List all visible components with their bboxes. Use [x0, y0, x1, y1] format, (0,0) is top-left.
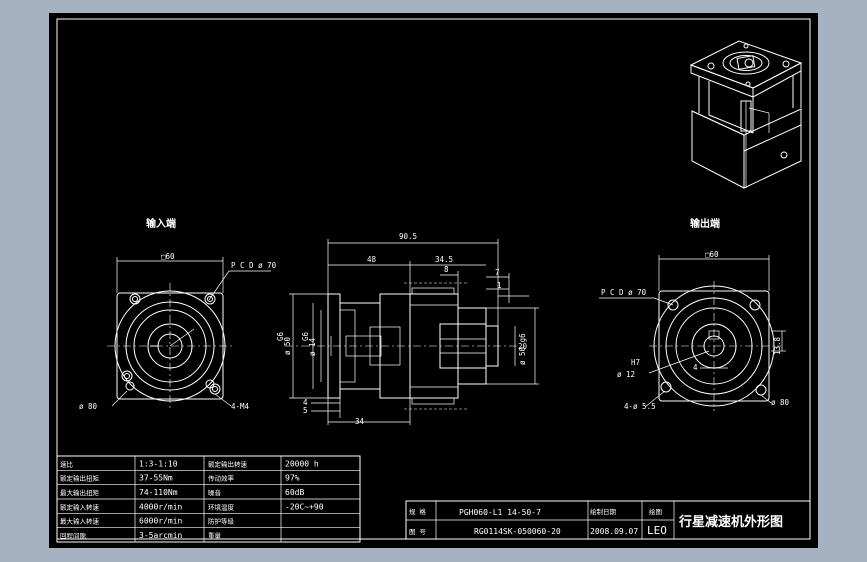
input-end-label: 输入端: [146, 217, 176, 230]
output-end-label: 输出端: [690, 217, 720, 230]
svg-text:90.5: 90.5: [399, 232, 417, 241]
cad-drawing: 输入端 □60 P C D ø 70 ø 80 4-M4: [56, 18, 811, 543]
tb-spec-label: 规 格: [409, 507, 426, 516]
svg-text:ø 80: ø 80: [79, 402, 98, 411]
tb-spec-value: PGH060-L1 14-50-7: [459, 508, 541, 517]
spec-cell: 60dB: [285, 488, 304, 497]
title-block: 规 格 PGH060-L1 14-50-7 绘制日期 绘图 图 号 RG0114…: [405, 500, 811, 540]
tb-drawer-value: LEO: [647, 524, 667, 537]
svg-text:ø 50: ø 50: [283, 336, 292, 355]
side-section-view: 90.5 48 34.5 8 7 1 ø 50 G6 G6 ø 14 20 ø …: [276, 232, 539, 426]
svg-text:1: 1: [497, 281, 502, 290]
spec-cell: 额定输入转速: [60, 502, 100, 511]
svg-text:5: 5: [303, 406, 308, 415]
svg-text:ø 12: ø 12: [617, 370, 635, 379]
svg-text:□60: □60: [161, 252, 175, 261]
spec-cell: 防护等级: [208, 517, 235, 526]
svg-text:H7: H7: [631, 358, 640, 367]
svg-text:ø 14: ø 14: [308, 337, 317, 356]
spec-cell: 1:3-1:10: [139, 459, 178, 468]
svg-text:48: 48: [367, 255, 377, 264]
spec-cell: 97%: [285, 474, 300, 483]
svg-text:20: 20: [518, 342, 528, 351]
spec-cell: 最大输入转速: [60, 517, 100, 526]
svg-text:4: 4: [303, 398, 308, 407]
spec-cell: 速比: [60, 459, 74, 468]
spec-cell: 噪音: [208, 488, 222, 497]
spec-table: 速比 1:3-1:10 额定输出转速 20000 h 额定输出扭矩 37-55Nm 传动效率…: [56, 455, 361, 543]
svg-text:4-ø 5.5: 4-ø 5.5: [624, 402, 656, 411]
spec-cell: 20000 h: [285, 459, 319, 468]
svg-text:P C D ø 70: P C D ø 70: [601, 288, 647, 297]
isometric-view: [689, 40, 803, 189]
svg-text:13.8: 13.8: [773, 336, 782, 355]
svg-text:34.5: 34.5: [435, 255, 453, 264]
spec-cell: 3-5arcmin: [139, 531, 183, 540]
svg-text:4: 4: [693, 363, 698, 372]
output-end-view: 输出端 □60 P C D ø 70 13.8 H7 ø 12 4 4-ø 5.…: [599, 217, 790, 411]
spec-cell: 额定输出扭矩: [60, 474, 100, 483]
cad-drawing-viewport[interactable]: 输入端 □60 P C D ø 70 ø 80 4-M4: [49, 13, 818, 548]
spec-cell: 4000r/min: [139, 502, 183, 511]
spec-cell: 回程间隙: [60, 531, 87, 540]
svg-text:G6: G6: [301, 331, 310, 341]
spec-cell: -20C~+90: [285, 502, 324, 511]
spec-cell: 最大输出扭矩: [60, 488, 100, 497]
spec-cell: 额定输出转速: [208, 459, 248, 468]
spec-cell: 6000r/min: [139, 517, 183, 526]
tb-date-value: 2008.09.07: [590, 527, 638, 536]
svg-text:7: 7: [495, 268, 500, 277]
svg-text:□60: □60: [705, 250, 719, 259]
tb-title: 行星减速机外形图: [678, 514, 783, 530]
spec-cell: 37-55Nm: [139, 474, 173, 483]
tb-drawing-no-label: 图 号: [409, 528, 426, 536]
spec-cell: 重量: [208, 532, 222, 540]
svg-text:4-M4: 4-M4: [231, 402, 250, 411]
spec-cell: 74-110Nm: [139, 488, 178, 497]
svg-text:P C D ø 70: P C D ø 70: [231, 261, 277, 270]
svg-text:ø 50 g6: ø 50 g6: [518, 333, 527, 365]
svg-text:34: 34: [355, 417, 365, 426]
svg-text:ø 80: ø 80: [771, 398, 790, 407]
input-end-view: 输入端 □60 P C D ø 70 ø 80 4-M4: [79, 217, 277, 411]
svg-text:G6: G6: [276, 331, 285, 341]
svg-text:8: 8: [444, 265, 449, 274]
spec-cell: 传动效率: [208, 474, 235, 483]
tb-drawing-no-value: RG0114SK-050060-20: [474, 527, 561, 536]
tb-drawer-label: 绘图: [649, 507, 662, 516]
spec-cell: 环境温度: [208, 502, 235, 511]
tb-date-label: 绘制日期: [590, 507, 617, 516]
